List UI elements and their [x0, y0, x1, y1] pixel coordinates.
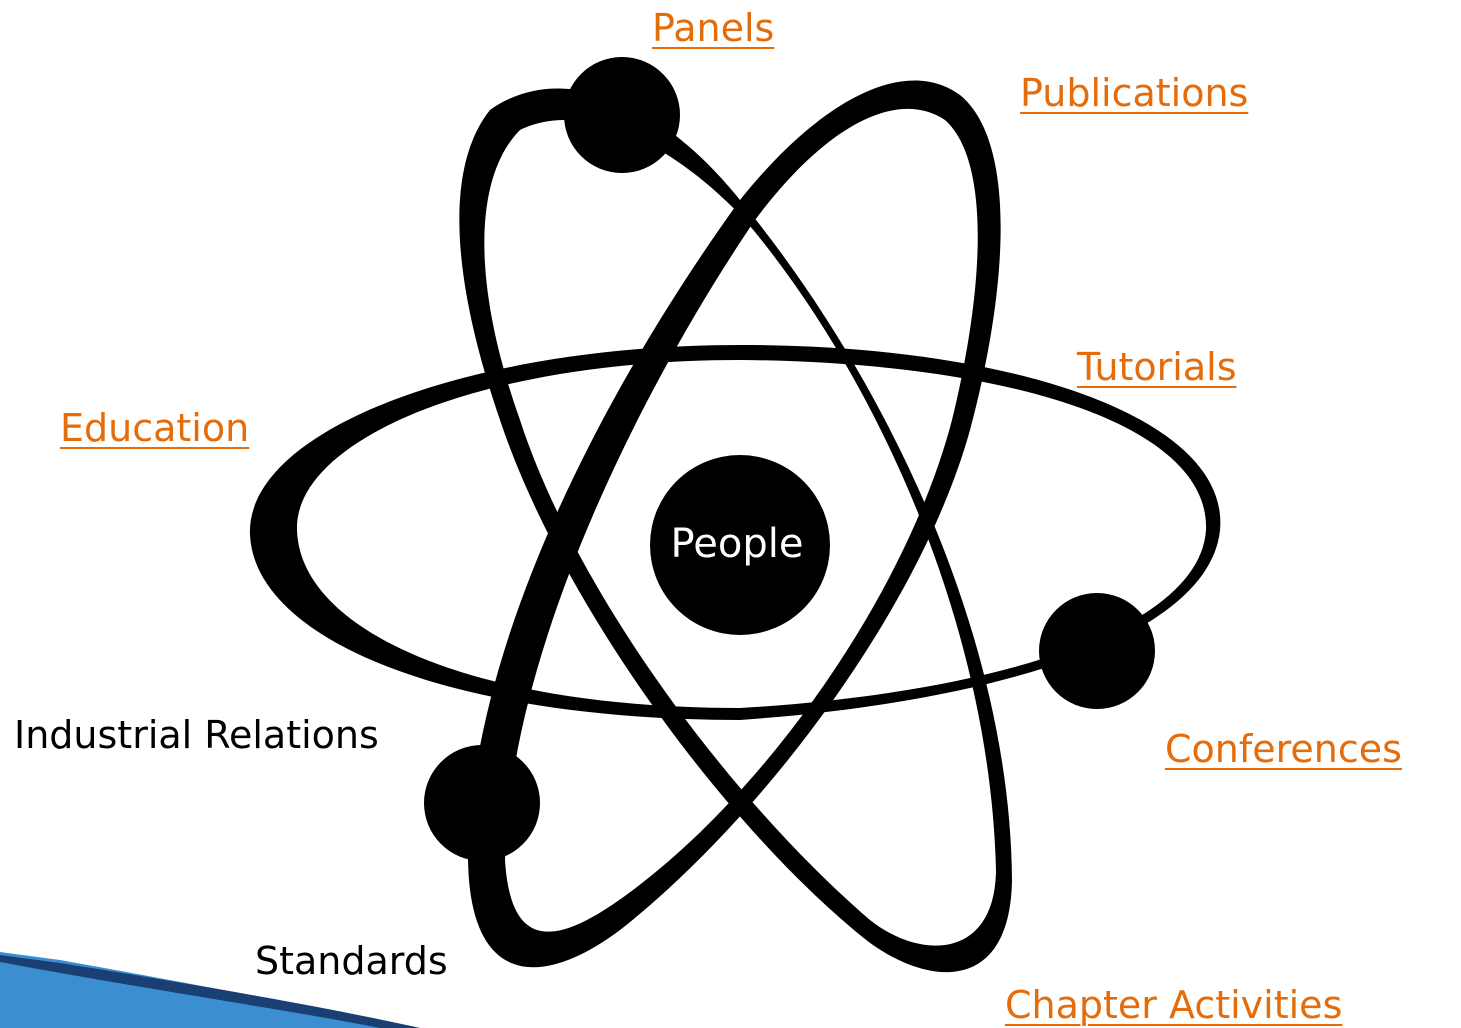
- electron-panels: [564, 57, 680, 173]
- link-panels[interactable]: Panels: [652, 6, 775, 50]
- link-chapter-activities[interactable]: Chapter Activities: [1005, 983, 1343, 1027]
- electron-conferences: [1039, 593, 1155, 709]
- label-industrial-relations: Industrial Relations: [14, 713, 379, 757]
- link-conferences[interactable]: Conferences: [1165, 727, 1402, 771]
- nucleus: [650, 455, 830, 635]
- orbit-diagonal-right: [468, 80, 1001, 968]
- electron-industrial: [424, 745, 540, 861]
- label-standards: Standards: [255, 939, 448, 983]
- center-label-people: People: [670, 521, 804, 567]
- link-tutorials[interactable]: Tutorials: [1077, 345, 1237, 389]
- link-education[interactable]: Education: [60, 406, 250, 450]
- link-publications[interactable]: Publications: [1020, 71, 1249, 115]
- orbit-diagonal-left: [459, 88, 1012, 973]
